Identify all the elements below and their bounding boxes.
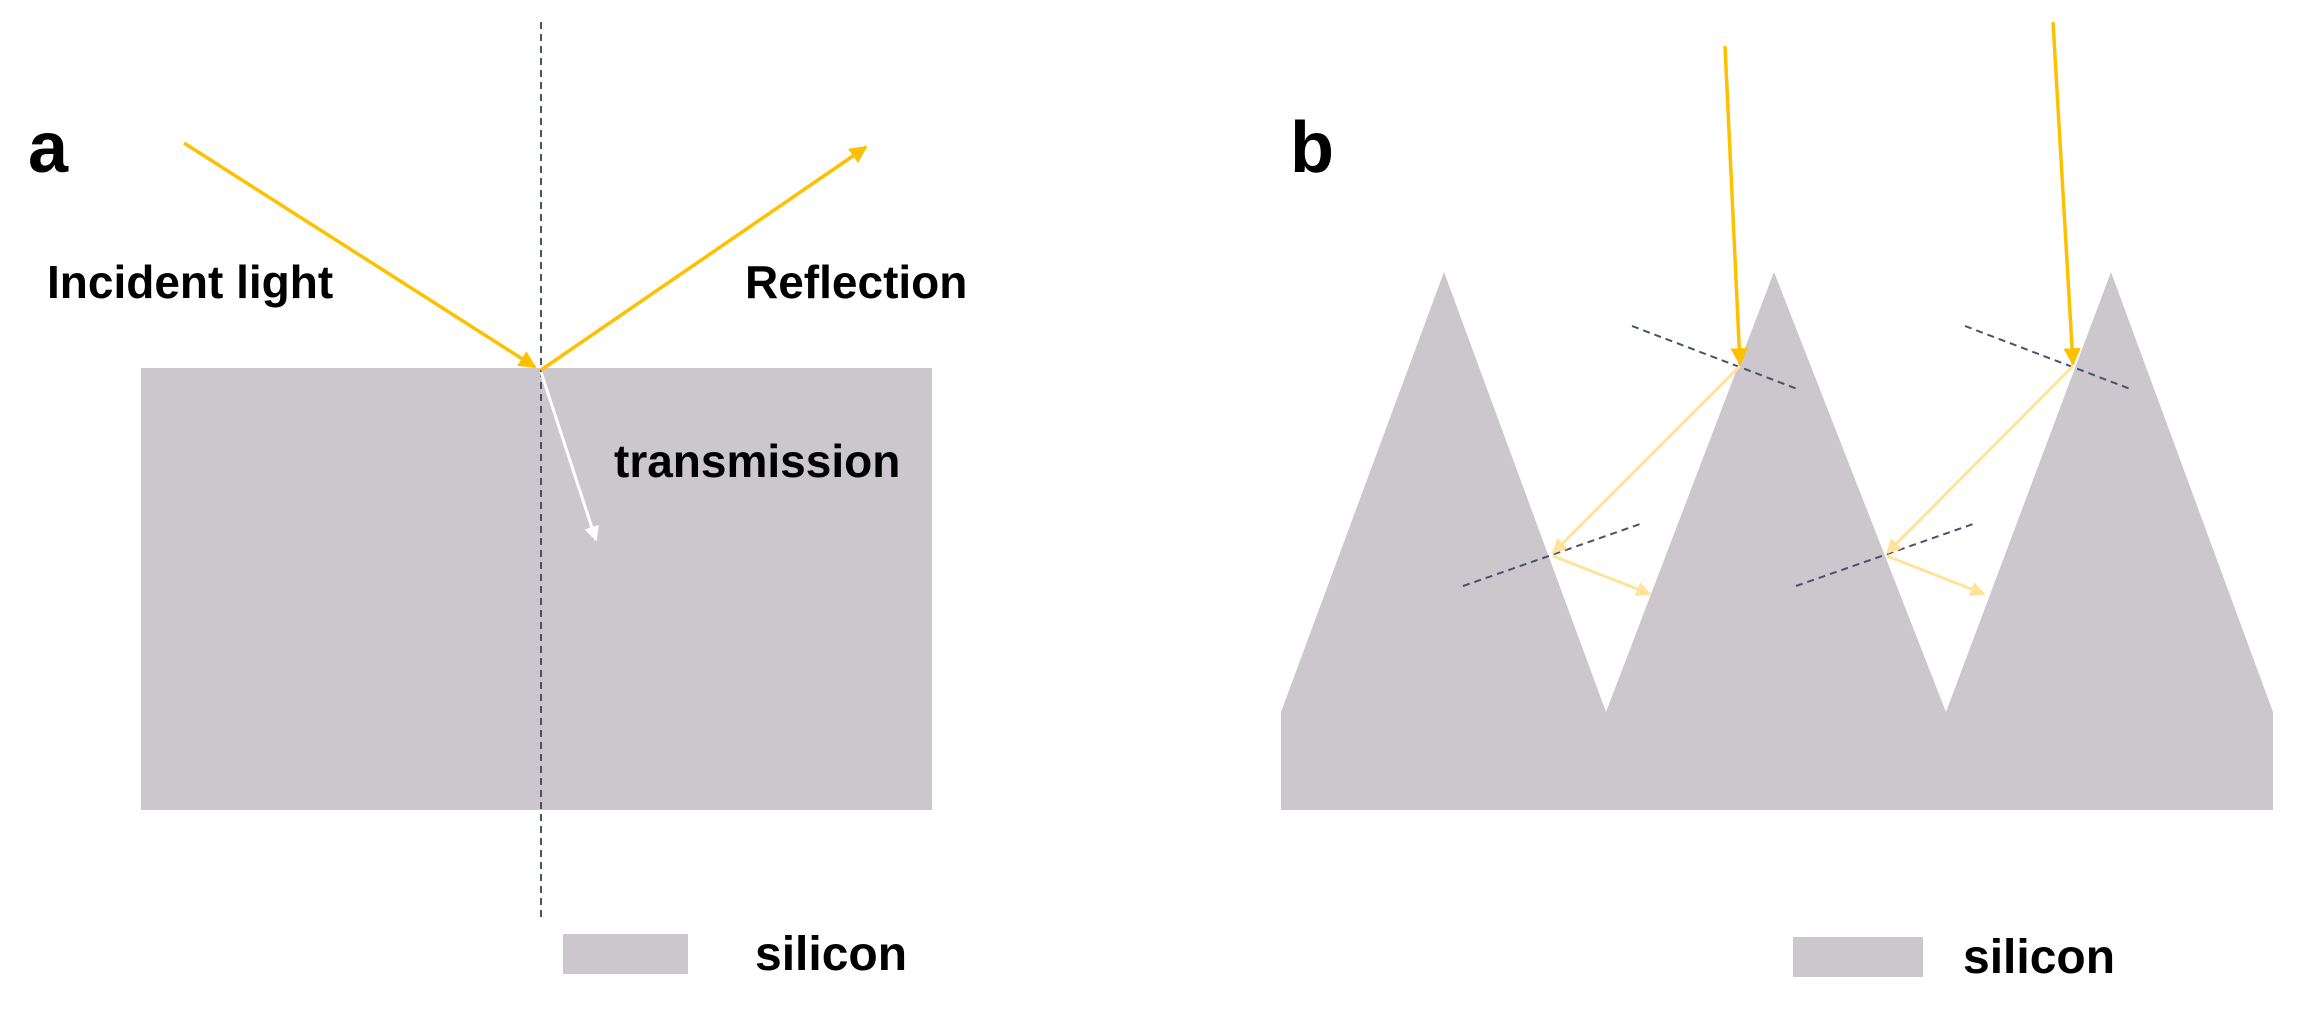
facet-normal-line <box>1631 325 1801 391</box>
facet-normal-line <box>1964 325 2134 391</box>
panel-a: a Incident light Reflection transmission… <box>28 22 967 981</box>
reflection-label: Reflection <box>745 256 967 308</box>
silicon-slab <box>141 368 932 810</box>
secondary-ray <box>1886 554 1986 597</box>
incident-light-label: Incident light <box>47 256 333 308</box>
incident-ray <box>2051 21 2081 366</box>
panel-b-letter: b <box>1290 108 1334 188</box>
incident-ray <box>1723 45 1748 366</box>
legend-label-a: silicon <box>755 928 907 981</box>
panel-a-letter: a <box>28 108 69 188</box>
legend-label-b: silicon <box>1963 931 2115 984</box>
transmitted-ray <box>539 371 599 542</box>
transmission-label: transmission <box>614 435 900 487</box>
reflected-ray <box>1551 364 1742 555</box>
secondary-ray <box>1552 554 1652 597</box>
facet-normal-line <box>1462 522 1644 587</box>
legend-swatch-a <box>563 934 688 974</box>
incident-ray <box>183 141 537 369</box>
reflected-ray <box>540 145 868 372</box>
reflected-ray <box>1885 364 2075 555</box>
legend-swatch-b <box>1793 937 1923 977</box>
facet-normal-line <box>1795 522 1977 587</box>
textured-silicon <box>1281 272 2273 810</box>
panel-b: b silicon <box>1281 21 2273 984</box>
